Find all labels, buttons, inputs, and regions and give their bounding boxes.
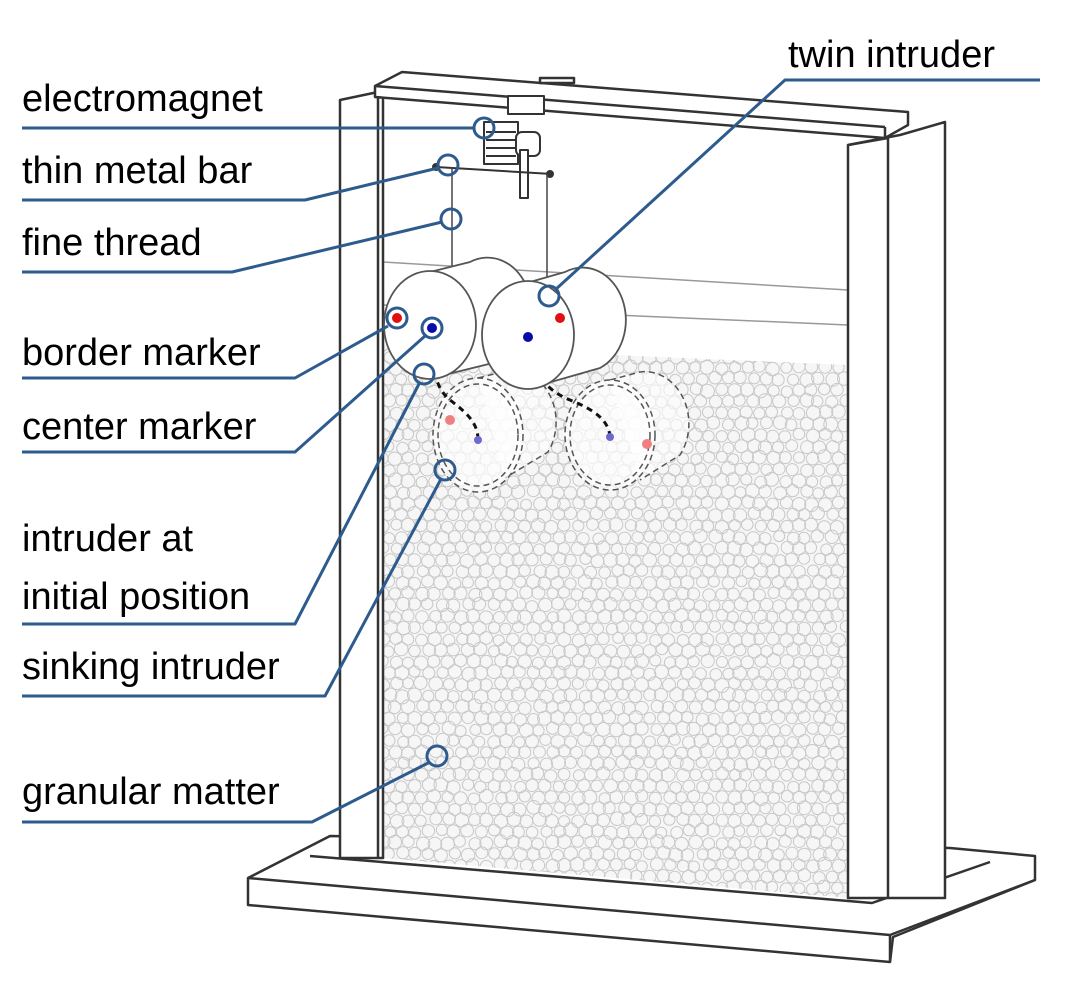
border-marker-dot [392, 313, 402, 323]
leader-thin-metal-bar [22, 166, 439, 202]
left-pillar [338, 90, 385, 860]
label-border-marker: border marker [22, 332, 261, 374]
label-twin-intruder: twin intruder [788, 34, 995, 76]
leader-twin-intruder [553, 78, 1040, 292]
label-intruder-initial-line1: intruder at [22, 518, 194, 560]
leader-sinking-intruder [22, 478, 443, 698]
label-sinking-intruder: sinking intruder [22, 646, 280, 688]
leader-border-marker [22, 324, 389, 380]
twin-border-marker-dot [555, 313, 565, 323]
label-electromagnet: electromagnet [22, 78, 263, 120]
leader-intruder-initial [22, 381, 422, 626]
label-granular-matter: granular matter [22, 771, 280, 813]
leader-lines [22, 78, 1040, 824]
center-marker-dot [427, 323, 437, 333]
electromagnet-assembly [432, 95, 554, 199]
label-center-marker: center marker [22, 406, 257, 448]
leader-granular-matter [22, 760, 431, 824]
leader-center-marker [22, 334, 426, 454]
right-pillar [846, 120, 947, 900]
label-thin-metal-bar: thin metal bar [22, 150, 253, 192]
twin-center-marker-dot [523, 332, 533, 342]
label-fine-thread: fine thread [22, 222, 202, 264]
leader-fine-thread [22, 220, 443, 274]
markers [392, 313, 652, 449]
fine-threads [451, 167, 548, 282]
label-intruder-initial-line2: initial position [22, 576, 251, 618]
top-crossbar [373, 70, 910, 140]
